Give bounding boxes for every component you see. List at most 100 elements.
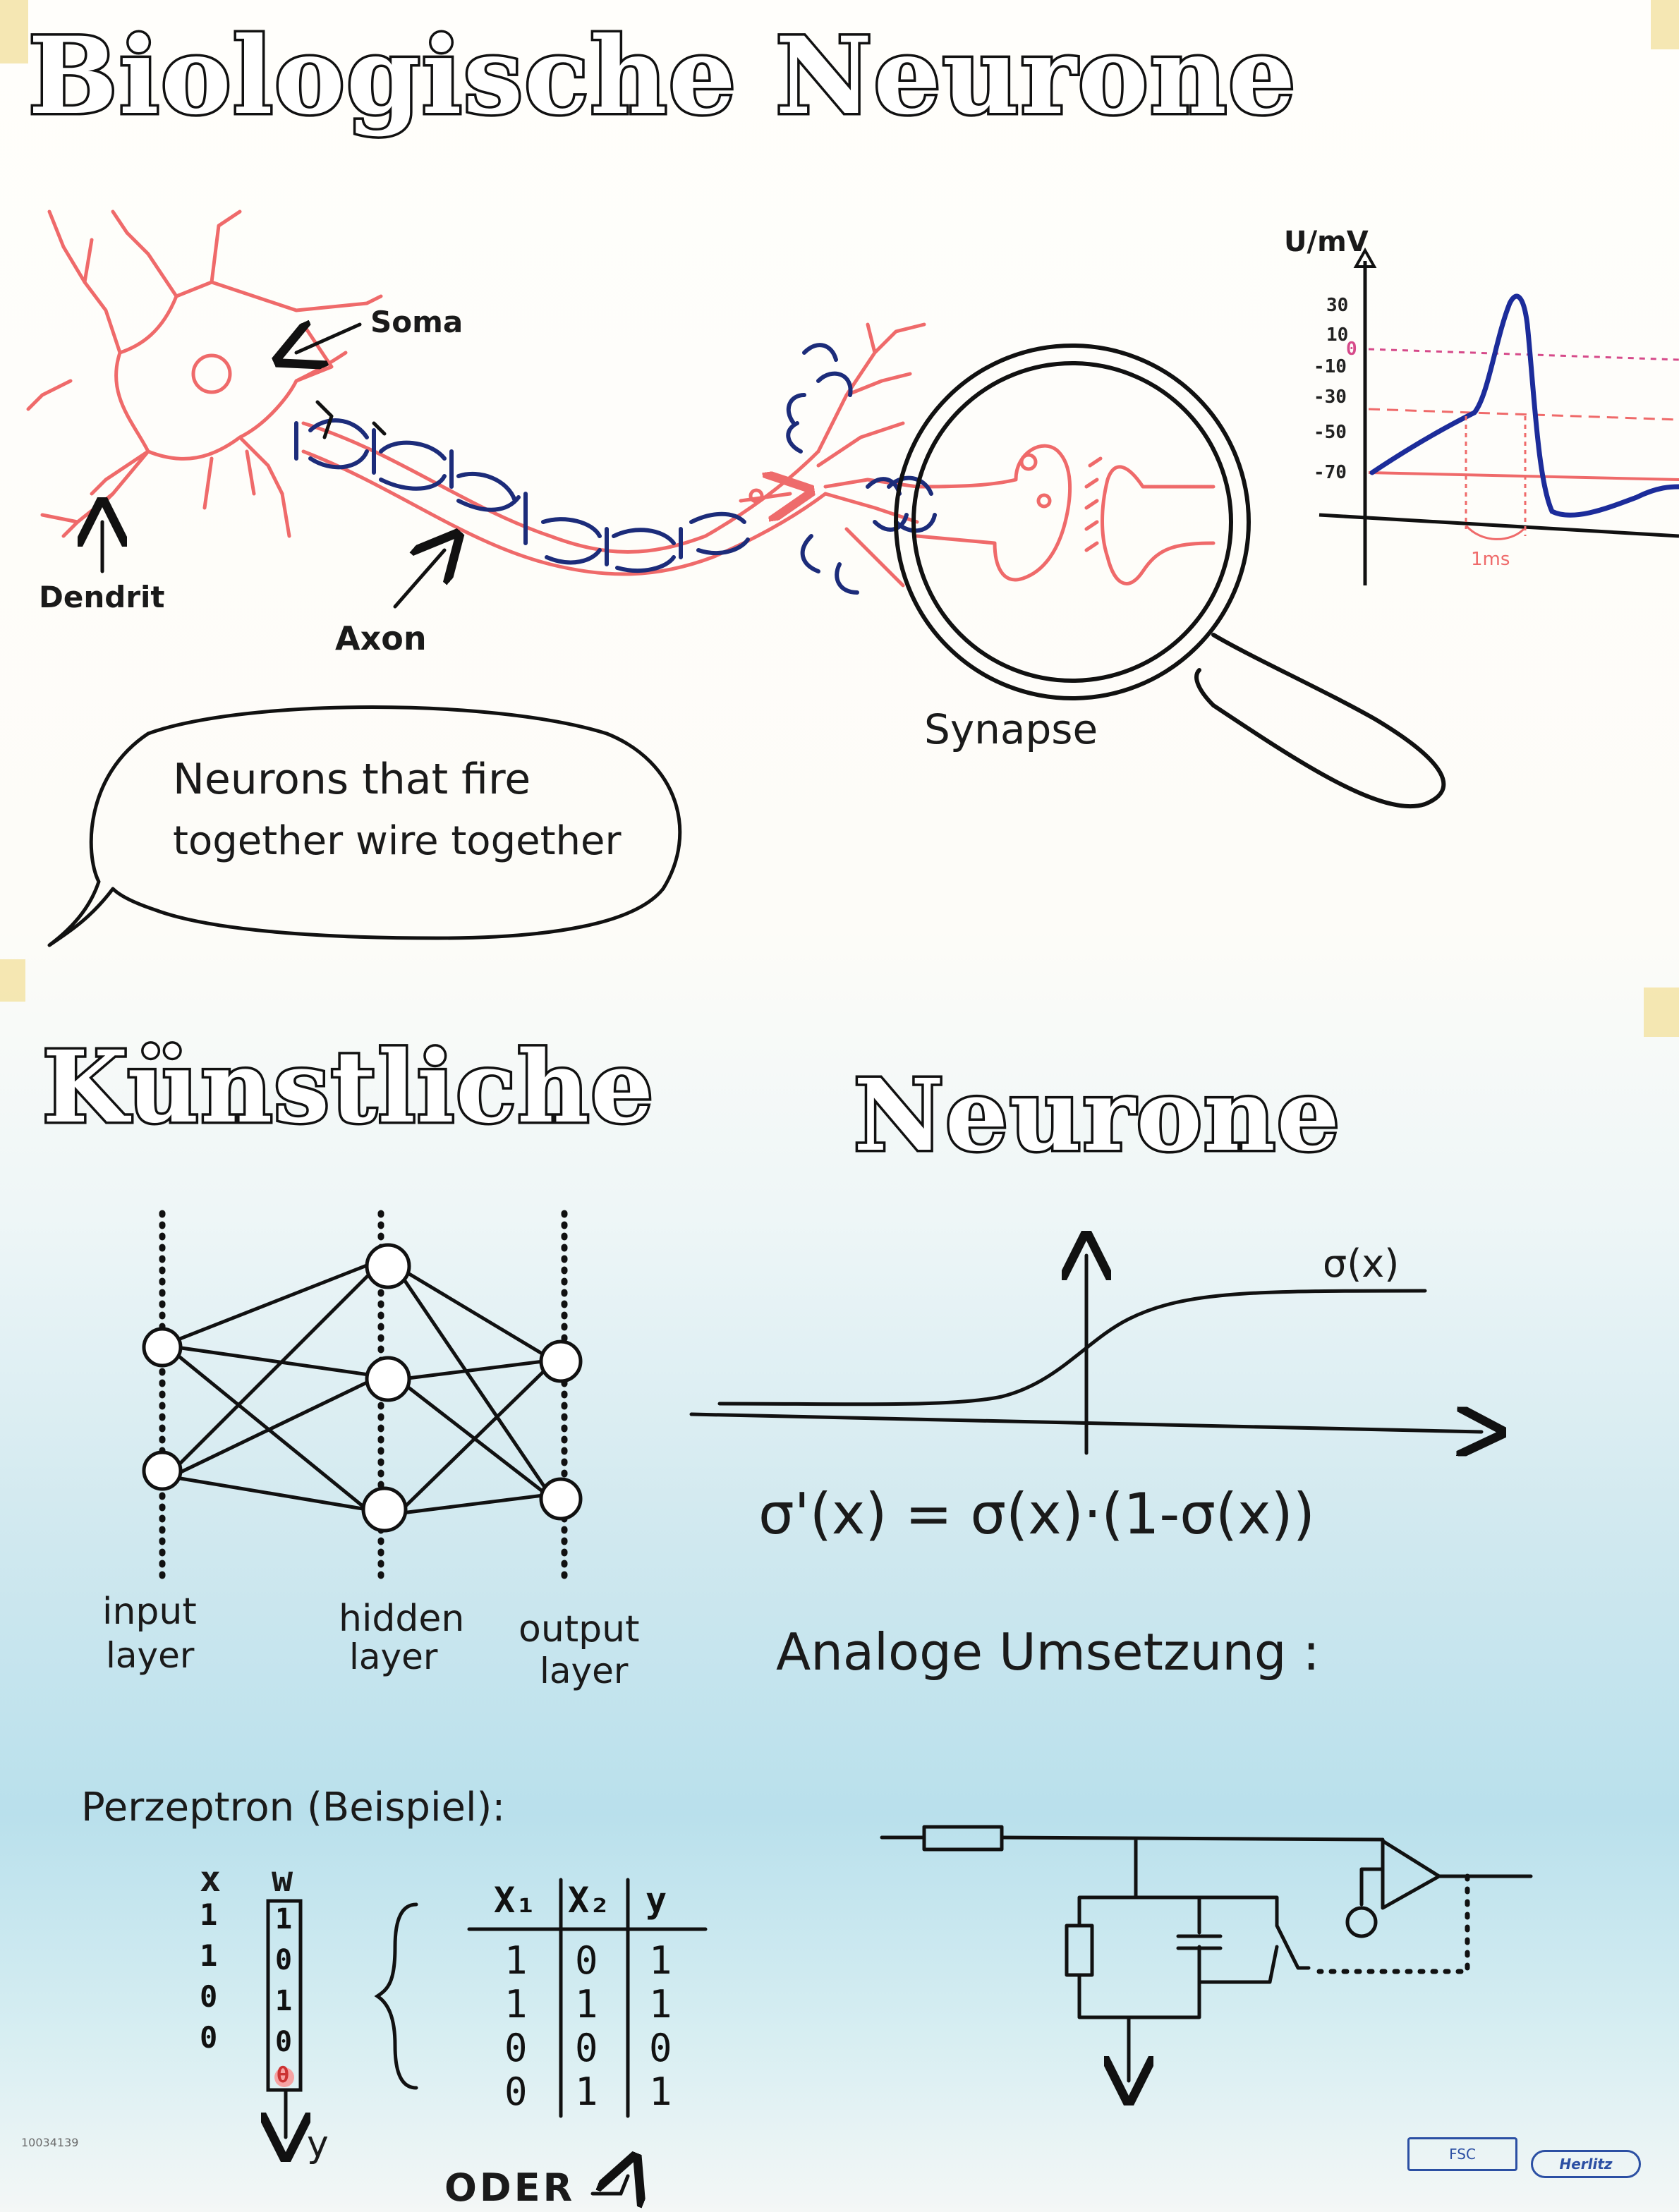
leak-resistor [1065, 1924, 1094, 1977]
ap-duration-guides [1465, 416, 1527, 536]
hidden-layer-label-2: layer [349, 1636, 438, 1677]
x-value: 0 [200, 2020, 218, 2055]
herlitz-logo-text: Herlitz [1559, 2156, 1613, 2172]
table-cell: 1 [649, 1982, 672, 2026]
output-layer-label-1: output [519, 1608, 640, 1651]
label-dendrit: Dendrit [39, 580, 165, 614]
table-header-y: y [645, 1880, 667, 1921]
hidden-node-2 [365, 1356, 411, 1402]
ap-rest-line [1368, 471, 1679, 481]
ap-tick-0: 0 [1346, 339, 1357, 360]
hidden-node-3 [361, 1486, 408, 1533]
input-node-2 [142, 1450, 183, 1491]
theta-symbol: θ [277, 2063, 290, 2088]
tape-top-right [1651, 0, 1679, 49]
brace [374, 1902, 418, 2090]
label-synapse: Synapse [924, 705, 1098, 753]
ap-y-arrowhead [1353, 247, 1377, 268]
capacitor [1176, 1934, 1223, 1950]
title-biologische-neurone: Biologische Neurone [25, 12, 1297, 141]
neuron-drawing [26, 209, 1216, 588]
ap-tick-minus10: -10 [1314, 356, 1347, 377]
table-cell: 1 [649, 2070, 672, 2114]
fsc-logo-text: FSC [1449, 2146, 1476, 2163]
w-value: 0 [275, 1944, 293, 1976]
w-value: 1 [275, 1903, 293, 1936]
label-soma: Soma [370, 305, 463, 339]
tape-mid-left [0, 959, 25, 1002]
ap-curve [1369, 293, 1679, 518]
ap-threshold-line [1368, 408, 1679, 421]
perceptron-drawing [268, 1878, 708, 2194]
lens-outer [894, 344, 1251, 700]
speech-bubble [47, 705, 682, 947]
tape-mid-right [1644, 988, 1679, 1037]
postsynaptic-terminal [1101, 465, 1216, 585]
footer-code: 10034139 [21, 2136, 79, 2149]
input-resistor [922, 1825, 1004, 1852]
vesicle-3 [748, 488, 764, 504]
dendrites-lower [26, 379, 256, 510]
perceptron-title: Perzeptron (Beispiel): [81, 1785, 506, 1830]
ap-tick-minus70: -70 [1314, 462, 1347, 483]
axon-arrow [739, 494, 790, 501]
oder-arrow [590, 2176, 628, 2194]
w-header: w [272, 1859, 293, 1900]
hidden-layer-label-1: hidden [339, 1598, 465, 1640]
num-marks [315, 400, 387, 439]
table-cell: 1 [649, 1938, 672, 1983]
label-axon: Axon [335, 619, 427, 657]
fsc-logo: FSC [1407, 2137, 1517, 2171]
soma-outline [61, 209, 348, 538]
table-cell: 0 [504, 2026, 528, 2070]
ap-duration-label: 1ms [1471, 549, 1510, 570]
myelin-sheath [294, 343, 937, 595]
sigmoid-plot [689, 1256, 1481, 1453]
ap-tick-10: 10 [1326, 324, 1349, 346]
herlitz-logo: Herlitz [1531, 2150, 1641, 2178]
network-nodes [142, 1243, 583, 1533]
vesicle-2 [1036, 493, 1052, 509]
ap-duration-bracket [1465, 524, 1525, 540]
table-header-x2: X₂ [568, 1880, 611, 1921]
table-cell: 0 [649, 2026, 672, 2070]
ap-zero-line [1368, 348, 1679, 361]
soma-arrow [296, 324, 362, 353]
input-layer-label-2: layer [106, 1635, 195, 1676]
feedback-dotted [1316, 1873, 1470, 1974]
perceptron-output-y: y [307, 2123, 329, 2165]
network-diagram [159, 1210, 568, 1584]
lens-inner [911, 361, 1233, 683]
opamp [1381, 1839, 1441, 1910]
x-value: 1 [200, 1938, 218, 1973]
lens-handle [1194, 633, 1446, 809]
x-value: 1 [200, 1897, 218, 1932]
w-value: 0 [275, 2026, 293, 2058]
synaptic-cleft-marks [1084, 456, 1103, 552]
hidden-node-1 [365, 1243, 411, 1289]
action-potential-graph [1319, 247, 1679, 585]
axon-lower-line [301, 449, 828, 576]
axon-terminals [816, 322, 926, 588]
table-cell: 1 [575, 2070, 598, 2114]
ap-x-axis [1319, 513, 1679, 538]
speech-line-2: together wire together [173, 818, 622, 864]
table-cell: 0 [575, 2026, 598, 2070]
input-layer-label-1: input [102, 1591, 197, 1633]
vesicle-1 [1019, 453, 1038, 471]
table-header-x1: X₁ [494, 1880, 537, 1921]
title-kuenstliche: Künstliche [40, 1028, 655, 1148]
dendrites-upper [40, 209, 383, 538]
voltage-source [1345, 1906, 1378, 1938]
output-node-2 [539, 1477, 583, 1521]
table-cell: 1 [504, 1938, 528, 1983]
speech-line-1: Neurons that fire [173, 755, 531, 804]
analog-circuit [880, 1825, 1533, 2081]
theta-cell [274, 2067, 294, 2087]
title-neurone-2: Neurone [851, 1056, 1342, 1177]
ap-y-axis-label: U/mV [1284, 226, 1369, 258]
sigmoid-derivative-formula: σ'(x) = σ(x)·(1-σ(x)) [758, 1481, 1315, 1547]
axon-arrow-label [393, 550, 444, 609]
table-cell: 0 [575, 1938, 598, 1983]
